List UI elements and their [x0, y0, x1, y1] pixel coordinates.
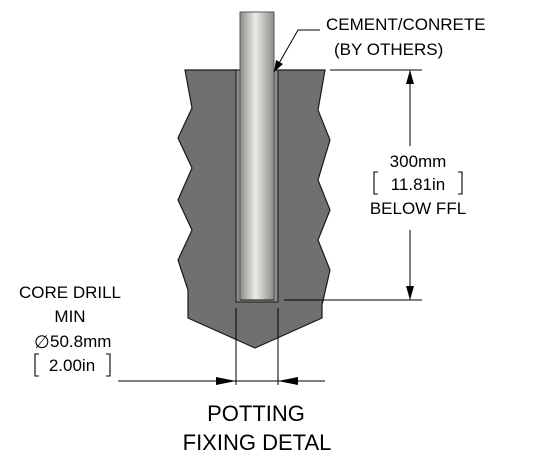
title-line1: POTTING: [207, 401, 305, 426]
core-label-line2: MIN: [54, 307, 85, 326]
core-imperial-label: 2.00in: [49, 356, 95, 375]
depth-bracket-right-icon: [458, 171, 463, 195]
core-bracket-left-icon: [34, 353, 39, 377]
depth-imperial-label: 11.81in: [391, 175, 446, 194]
cement-label-line2: (BY OTHERS): [334, 40, 443, 59]
post: [239, 11, 275, 301]
depth-metric-label: 300mm: [390, 152, 447, 171]
depth-arrow-top-icon: [406, 70, 414, 84]
cement-label-line1: CEMENT/CONRETE: [326, 15, 486, 34]
core-arrow-left-icon: [216, 377, 236, 385]
core-label-line1: CORE DRILL: [19, 283, 121, 302]
title-line2: FIXING DETAL: [183, 430, 332, 455]
depth-bracket-left-icon: [373, 171, 378, 195]
depth-arrow-bottom-icon: [406, 286, 414, 300]
cement-leader-line: [273, 29, 320, 73]
core-bracket-right-icon: [106, 353, 111, 377]
diameter-symbol-icon: ∅: [34, 332, 50, 352]
depth-reference-label: BELOW FFL: [370, 199, 466, 218]
cement-leader-arrow-icon: [274, 60, 283, 72]
core-metric-label: 50.8mm: [50, 332, 111, 351]
core-arrow-right-icon: [278, 377, 298, 385]
